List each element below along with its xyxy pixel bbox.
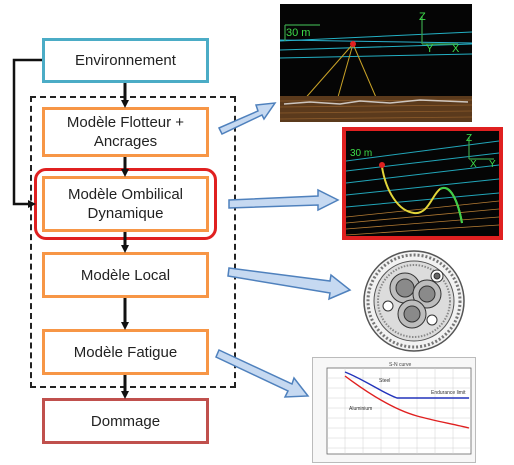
environment-box: Environnement xyxy=(42,38,209,83)
umbilical-model-box: Modèle Ombilical Dynamique xyxy=(42,176,209,232)
mooring-scale-label: 30 m xyxy=(286,27,310,39)
sn-curve-aluminium-label: Aluminium xyxy=(349,406,372,412)
sn-curve-title: S-N curve xyxy=(389,362,411,368)
block-arrow-to-sn-curve xyxy=(215,348,310,398)
mooring-axis-y: Y xyxy=(426,43,434,55)
mooring-axis-x: X xyxy=(452,43,460,55)
arrow-env-to-umbilical xyxy=(12,58,42,208)
local-model-box: Modèle Local xyxy=(42,252,209,298)
floater-mooring-model-box: Modèle Flotteur + Ancrages xyxy=(42,107,209,157)
cable-cross-section-view xyxy=(352,248,476,354)
umbilical-curve xyxy=(381,166,463,224)
mooring-axis-z: Z xyxy=(419,11,426,23)
fatigue-model-label: Modèle Fatigue xyxy=(73,343,178,361)
mooring-lines xyxy=(301,43,379,105)
floater-marker xyxy=(350,41,356,47)
environment-label: Environnement xyxy=(75,52,176,69)
mooring-simulation-view: 30 m Z Y X xyxy=(280,4,472,122)
sn-curve-view: S-N curve Steel Endurance limit Aluminiu… xyxy=(312,357,476,463)
sn-curve-endurance-label: Endurance limit xyxy=(431,390,466,396)
block-arrow-to-umbilical-view xyxy=(228,188,340,212)
block-arrow-to-section-view xyxy=(227,267,352,301)
cable-cross-section-drawing xyxy=(363,250,465,352)
umbilical-simulation-view: 30 m Z X Y xyxy=(342,127,503,240)
fatigue-model-box: Modèle Fatigue xyxy=(42,329,209,375)
block-arrow-to-mooring-view xyxy=(217,102,277,135)
umbilical-axis-y: Y xyxy=(489,159,496,170)
damage-box: Dommage xyxy=(42,398,209,444)
umbilical-top-marker xyxy=(379,162,385,168)
sn-curve-steel xyxy=(344,371,469,399)
sn-curve-drawing: S-N curve Steel Endurance limit Aluminiu… xyxy=(326,362,472,455)
model-group-dashed-frame xyxy=(30,96,236,388)
umbilical-simulation-drawing: 30 m Z X Y xyxy=(346,133,499,236)
umbilical-scale-label: 30 m xyxy=(350,148,372,159)
sn-curve-steel-label: Steel xyxy=(379,378,390,384)
umbilical-axis-x: X xyxy=(470,159,477,170)
damage-label: Dommage xyxy=(90,412,161,430)
mooring-simulation-drawing: 30 m Z Y X xyxy=(280,11,472,122)
umbilical-model-label: Modèle Ombilical Dynamique xyxy=(67,186,184,222)
floater-mooring-model-label: Modèle Flotteur + Ancrages xyxy=(66,114,185,150)
umbilical-axis-z: Z xyxy=(466,133,472,144)
local-model-label: Modèle Local xyxy=(80,266,171,284)
sn-curve-aluminium xyxy=(344,375,470,429)
